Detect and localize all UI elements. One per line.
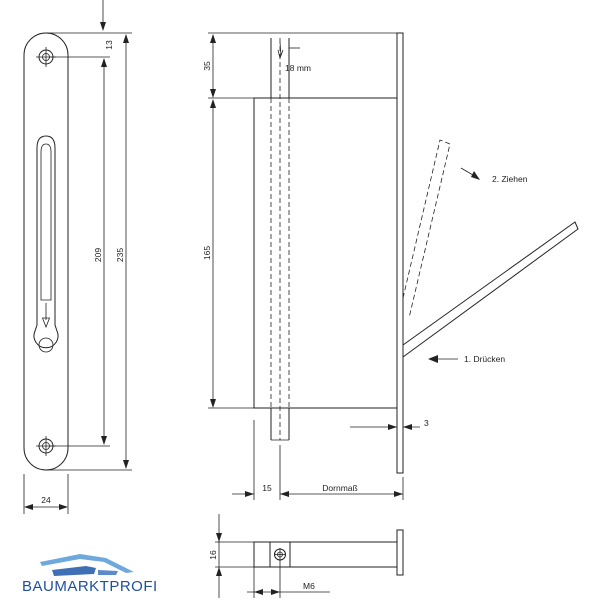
inner-slot [40, 143, 52, 301]
faceplate-dimensions [23, 0, 132, 514]
dim-165: 165 [202, 246, 212, 260]
dim-dornmass: Dornmaß [322, 483, 357, 493]
logo-roof-icon [40, 554, 134, 576]
finger-hole [38, 337, 54, 353]
dim-24: 24 [41, 495, 51, 505]
faceplate-edge [396, 32, 404, 474]
lock-top-view [253, 529, 404, 576]
brand-logo: BAUMARKTPROFI [22, 548, 172, 596]
faceplate-outline [23, 32, 69, 471]
dim-13: 13 [104, 40, 114, 50]
dim-18mm: 18 mm [285, 63, 311, 73]
top-view-dimensions [215, 514, 330, 598]
dim-m6: M6 [303, 581, 315, 591]
arrow-down-icon [41, 317, 51, 329]
label-step1-push: 1. Drücken [464, 354, 505, 364]
label-step2-pull: 2. Ziehen [492, 174, 528, 184]
side-view-dimensions [208, 32, 480, 500]
faceplate-front-view [23, 32, 69, 471]
lock-side-view [253, 32, 579, 474]
logo-text: BAUMARKTPROFI [22, 578, 158, 595]
handle-pulled [402, 139, 451, 319]
dim-35: 35 [202, 61, 212, 71]
dim-209: 209 [93, 248, 103, 262]
dim-16: 16 [208, 550, 218, 560]
top-view-faceplate [396, 529, 404, 576]
handle-pushed [402, 221, 579, 358]
dim-235: 235 [115, 248, 125, 262]
handle-slot [33, 135, 59, 349]
dim-3: 3 [424, 418, 429, 428]
lock-body [253, 97, 398, 409]
dim-15: 15 [262, 483, 272, 493]
